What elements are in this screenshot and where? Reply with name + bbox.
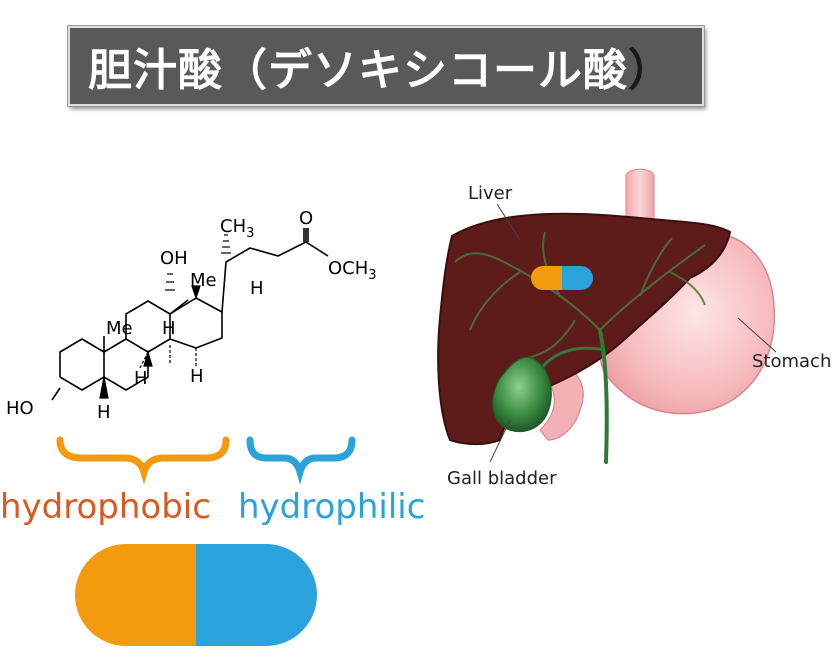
label-h-8: H: [162, 318, 176, 339]
capsule-hydrophobic-half: [75, 544, 196, 646]
cystic-duct: [538, 346, 605, 371]
hydrophobic-label: hydrophobic: [0, 487, 211, 527]
amphipathic-capsule: [75, 544, 317, 646]
capsule-hydrophilic-half: [196, 544, 317, 646]
label-h-14: H: [190, 366, 204, 387]
liver-anatomy-illustration: Liver Stomach Gall bladder: [437, 168, 831, 489]
common-bile-duct: [598, 328, 609, 464]
label-me-10: Me: [106, 318, 133, 339]
label-h-5: H: [97, 402, 111, 423]
label-carbonyl-o: O: [299, 208, 313, 229]
atom-labels: CH3 O OCH3 OH Me H Me H H H H HO: [6, 208, 377, 423]
title-main: 胆汁酸（デソキシコール酸: [88, 45, 628, 96]
bile-duct-network: [454, 231, 706, 361]
label-me-13: Me: [190, 270, 217, 291]
stereo-bonds: [99, 234, 231, 399]
title-banner: 胆汁酸（デソキシコール酸）: [67, 25, 705, 107]
stomach-label: Stomach: [752, 351, 831, 372]
page-title: 胆汁酸（デソキシコール酸）: [88, 34, 673, 98]
gall-bladder-shape: [492, 356, 552, 433]
label-oh-12: OH: [160, 248, 188, 269]
gallbladder-leader-line: [489, 419, 511, 463]
label-h-9: H: [134, 368, 148, 389]
liver-capsule-hydrophobic-half: [531, 266, 562, 290]
deoxycholic-acid-structure: [51, 228, 329, 401]
liver-leader-line: [496, 203, 521, 241]
label-ester: OCH3: [328, 258, 377, 283]
hydrophobic-brace: [56, 436, 230, 485]
title-close-paren: ）: [628, 45, 673, 96]
hydrophilic-brace: [246, 436, 356, 485]
gall-bladder-label: Gall bladder: [447, 468, 557, 489]
hydrophilic-label: hydrophilic: [238, 487, 425, 527]
label-methyl-top: CH3: [220, 216, 254, 241]
liver-label: Liver: [468, 183, 513, 204]
stomach-leader-line: [737, 317, 777, 353]
label-ho-3: HO: [6, 398, 34, 419]
label-h-17: H: [250, 278, 264, 299]
liver-capsule-icon: [531, 266, 593, 290]
liver-capsule-hydrophilic-half: [562, 266, 593, 290]
